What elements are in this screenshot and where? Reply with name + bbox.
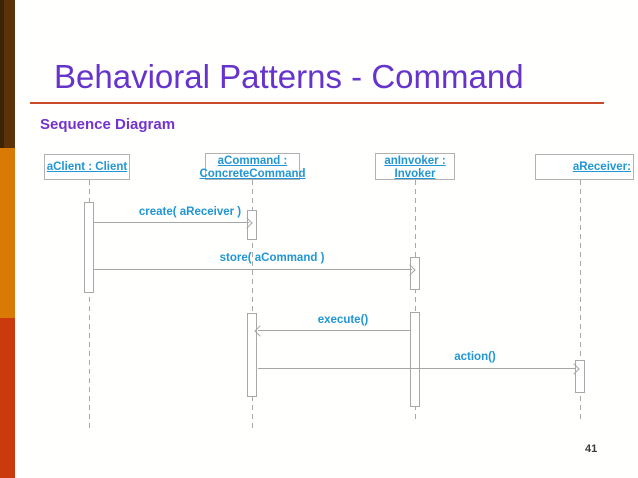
edge-bar-red xyxy=(0,318,15,478)
lifeline-aclient xyxy=(89,180,90,428)
message-label-store: store( aCommand ) xyxy=(219,252,325,264)
message-arrow-action xyxy=(258,363,580,375)
lifeline-head-aclient: aClient : Client xyxy=(44,154,130,180)
lifeline-acommand xyxy=(252,180,253,428)
lifeline-areceiver xyxy=(580,180,581,422)
title-underline xyxy=(30,102,604,104)
message-label-execute: execute() xyxy=(317,314,369,326)
lifeline-aninvoker xyxy=(415,180,416,422)
activation-areceiver xyxy=(575,360,585,393)
message-arrow-create xyxy=(94,217,253,229)
slide-title: Behavioral Patterns - Command xyxy=(54,58,524,95)
page-number: 41 xyxy=(585,443,598,455)
message-arrow-execute xyxy=(254,325,411,337)
activation-acommand-1 xyxy=(247,210,257,240)
lifeline-label-aninvoker: anInvoker : Invoker xyxy=(384,155,446,180)
message-label-create: create( aReceiver ) xyxy=(138,206,242,218)
lifeline-head-acommand: aCommand : ConcreteCommand xyxy=(199,153,306,180)
message-arrow-store xyxy=(94,264,416,276)
activation-aninvoker-2 xyxy=(410,312,420,407)
slide-subtitle: Sequence Diagram xyxy=(40,116,176,133)
lifeline-label-areceiver: aReceiver: xyxy=(572,161,631,173)
activation-aninvoker-1 xyxy=(410,257,420,290)
message-label-action: action() xyxy=(454,351,496,363)
edge-bar-brown xyxy=(0,0,15,148)
edge-bar-orange xyxy=(0,148,15,318)
activation-acommand-2 xyxy=(247,313,257,397)
lifeline-label-aclient: aClient : Client xyxy=(46,161,128,173)
lifeline-label-acommand: aCommand : ConcreteCommand xyxy=(199,155,306,180)
lifeline-head-aninvoker: anInvoker : Invoker xyxy=(375,153,455,180)
lifeline-head-areceiver: aReceiver: xyxy=(535,154,634,180)
activation-aclient xyxy=(84,202,94,293)
